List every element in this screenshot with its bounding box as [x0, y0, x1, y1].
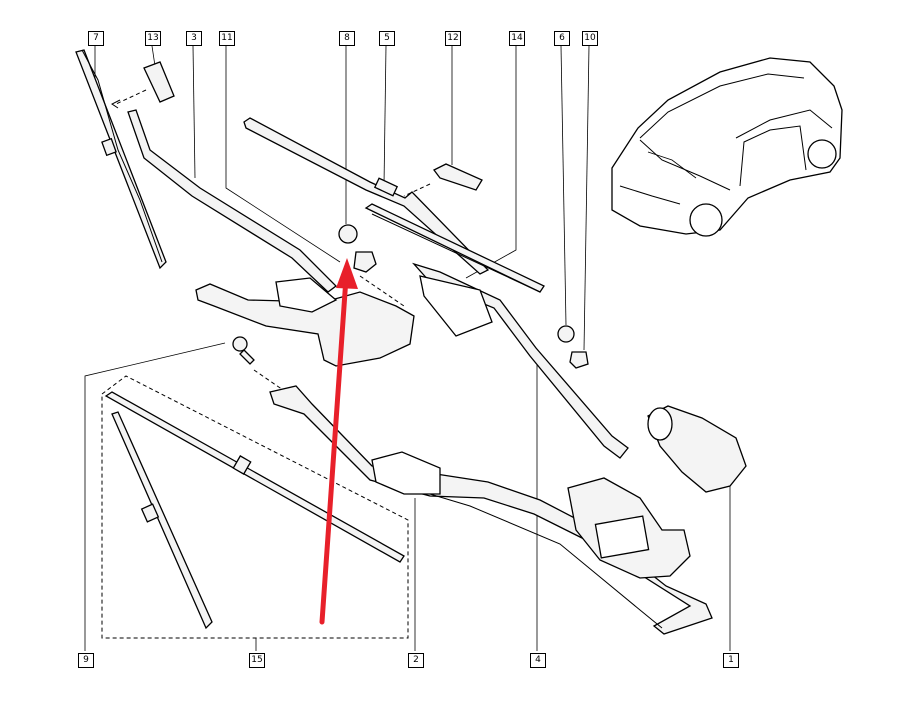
wiper-motor-1	[647, 405, 747, 493]
bolt-9	[232, 336, 287, 393]
callout-6: 6	[554, 31, 570, 46]
callout-7: 7	[88, 31, 104, 46]
callout-5: 5	[379, 31, 395, 46]
nut-6	[557, 325, 589, 369]
callout-15: 15	[249, 653, 265, 668]
callout-8: 8	[339, 31, 355, 46]
red-pointer-arrow	[319, 258, 358, 625]
wiper-blade-7	[75, 49, 167, 270]
callout-10: 10	[582, 31, 598, 46]
linkage-rod-2	[269, 385, 713, 635]
wiper-blade-14	[364, 203, 545, 293]
kit-15-outline	[101, 375, 409, 639]
nut-8	[338, 224, 405, 307]
motor-assembly	[567, 477, 691, 579]
car-illustration	[611, 57, 843, 237]
linkage-crank	[195, 277, 415, 367]
callout-4: 4	[530, 653, 546, 668]
callout-12: 12	[445, 31, 461, 46]
callout-9: 9	[78, 653, 94, 668]
cap-13	[111, 61, 175, 109]
callout-11: 11	[219, 31, 235, 46]
callout-13: 13	[145, 31, 161, 46]
cap-12	[403, 163, 483, 197]
callout-2: 2	[408, 653, 424, 668]
callout-14: 14	[509, 31, 525, 46]
wiper-arm-3	[127, 109, 337, 293]
callout-3: 3	[186, 31, 202, 46]
wiper-arm-5	[243, 117, 490, 275]
wiper-arm-4	[411, 262, 629, 459]
callout-1: 1	[723, 653, 739, 668]
